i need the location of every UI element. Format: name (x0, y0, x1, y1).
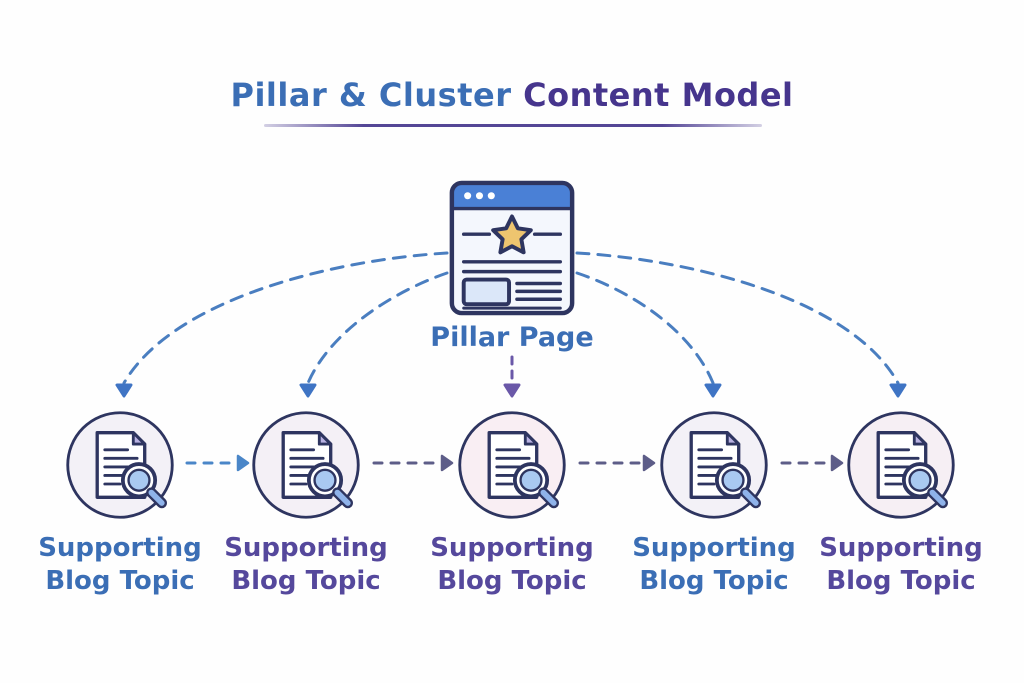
browser-window-star-icon (449, 180, 575, 316)
cluster-node-label-line2: Blog Topic (639, 565, 789, 596)
cluster-node-2: Supporting Blog Topic (211, 408, 401, 597)
document-search-icon (847, 411, 955, 519)
cluster-node-label-line2: Blog Topic (826, 565, 976, 596)
curve-pillar-to-node5 (575, 251, 900, 385)
document-search-icon (660, 411, 768, 519)
arrowhead-node3 (503, 383, 521, 398)
document-search-icon (252, 411, 360, 519)
cluster-node-label-line1: Supporting (430, 533, 594, 563)
arrowhead-node5 (889, 383, 907, 398)
cluster-node-label: Supporting Blog Topic (25, 532, 215, 597)
cluster-node-3: Supporting Blog Topic (417, 408, 607, 597)
document-search-icon (458, 411, 566, 519)
cluster-node-label: Supporting Blog Topic (211, 532, 401, 597)
title-part-blue: Pillar & Cluster (230, 76, 524, 114)
cluster-node-5: Supporting Blog Topic (806, 408, 996, 597)
title-underline (264, 124, 762, 127)
cluster-node-label: Supporting Blog Topic (417, 532, 607, 597)
cluster-node-label-line1: Supporting (224, 533, 388, 563)
cluster-node-label-line1: Supporting (632, 533, 796, 563)
cluster-node-1: Supporting Blog Topic (25, 408, 215, 597)
curve-pillar-to-node1 (122, 251, 449, 385)
arrowhead-node1 (115, 383, 133, 398)
arrowhead-node4 (704, 383, 722, 398)
cluster-node-label: Supporting Blog Topic (619, 532, 809, 597)
cluster-node-label-line2: Blog Topic (231, 565, 381, 596)
arrowhead-node2 (299, 383, 317, 398)
cluster-node-4: Supporting Blog Topic (619, 408, 809, 597)
cluster-node-label-line2: Blog Topic (437, 565, 587, 596)
cluster-node-label-line2: Blog Topic (45, 565, 195, 596)
cluster-node-label-line1: Supporting (819, 533, 983, 563)
cluster-node-label-line1: Supporting (38, 533, 202, 563)
document-search-icon (66, 411, 174, 519)
title-part-purple: Content Model (523, 76, 794, 114)
page-title: Pillar & Cluster Content Model (0, 76, 1024, 114)
pillar-page-label: Pillar Page (430, 322, 594, 353)
cluster-node-label: Supporting Blog Topic (806, 532, 996, 597)
